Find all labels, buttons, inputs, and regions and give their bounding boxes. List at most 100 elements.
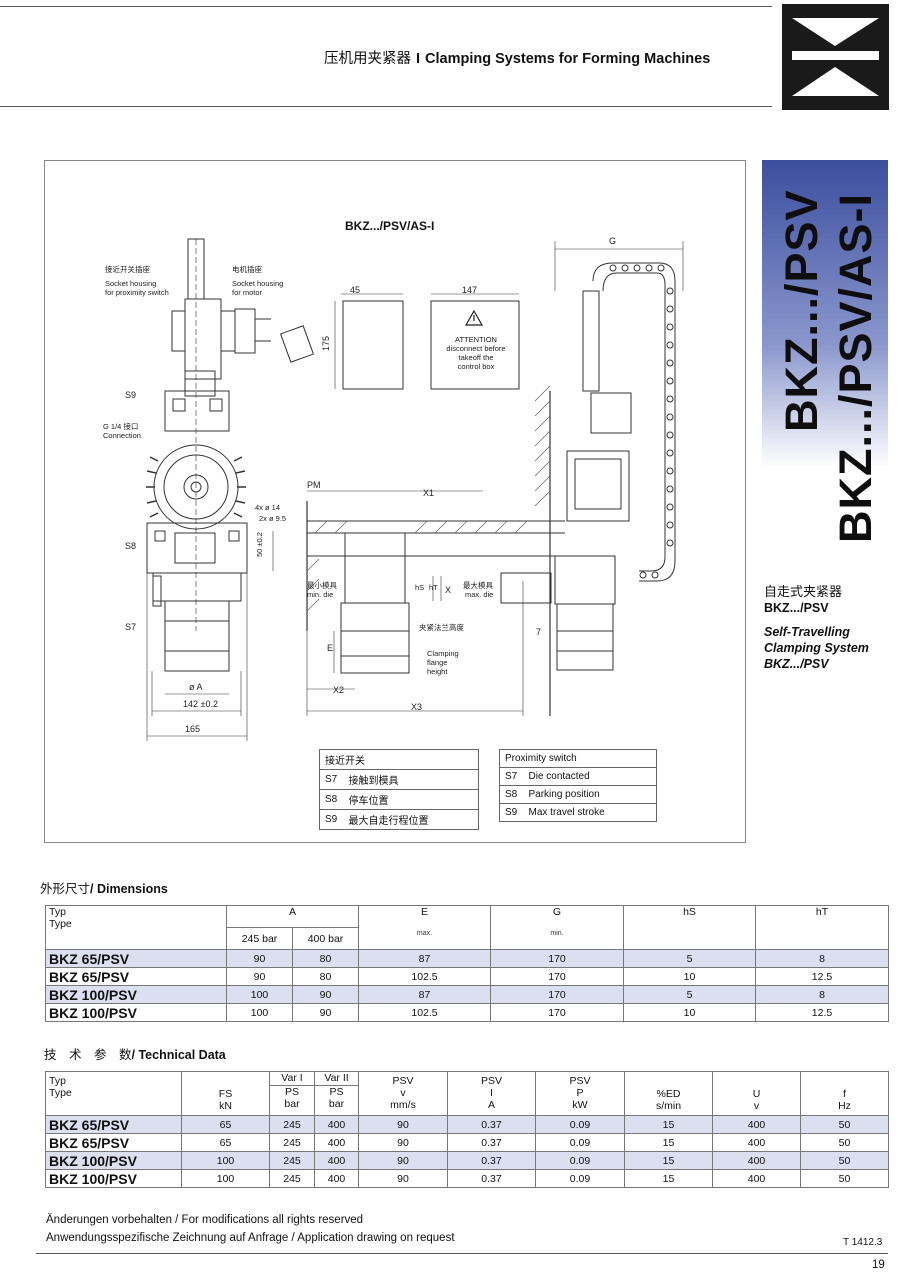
dim-head-a: A [225, 905, 360, 928]
legend-zh-code: S8 [319, 789, 344, 810]
tech-head-var1: Var I [269, 1071, 315, 1086]
cell-a245: 90 [226, 967, 293, 986]
tech-head-f-label: f [843, 1088, 846, 1100]
tech-head-v-psv: PSV [392, 1075, 414, 1087]
label-attention4: control box [457, 362, 495, 371]
cell-ps1: 245 [269, 1115, 315, 1134]
technical-title: 技 术 参 数/ Technical Data [44, 1044, 226, 1063]
legend-zh-desc: 最大自走行程位置 [343, 809, 479, 830]
label-g14: G 1/4 接口 [103, 422, 139, 431]
label-min-die-en: min. die [307, 590, 334, 599]
dim-head-g-sub: min. [550, 930, 564, 937]
cell-u: 400 [712, 1151, 801, 1170]
tech-head-ps2-unit: bar [328, 1098, 345, 1110]
tech-head-p: PSV P kW [535, 1071, 625, 1116]
label-g: G [609, 236, 617, 246]
technical-title-en: / Technical Data [131, 1048, 226, 1062]
dim-head-e-sub: max. [416, 930, 433, 937]
label-x: X [445, 585, 452, 595]
tech-head-ed: %ED s/min [624, 1071, 713, 1116]
tech-head-p-unit: kW [572, 1099, 588, 1111]
dim-head-typ: Typ [49, 906, 66, 918]
dim-head-type: Typ Type [45, 905, 227, 950]
label-max-die-en: max. die [465, 590, 494, 599]
cell-g: 170 [490, 1003, 625, 1022]
legend-en-header: Proximity switch [499, 749, 657, 768]
legend-en-code: S7 [499, 767, 524, 786]
label-s8: S8 [125, 541, 137, 551]
header-title-zh: 压机用夹紧器 [324, 51, 411, 67]
label-dia-a: ø A [189, 682, 203, 692]
side-banner-title-2: BKZ.../PSV/AS-I [830, 192, 881, 543]
side-model: BKZ.../PSV [764, 601, 829, 615]
dim-head-e-label: E [421, 906, 429, 918]
label-dim50: 50 ±0.2 [255, 532, 264, 557]
dim-head-g-label: G [552, 906, 562, 918]
dim-head-type-en: Type [49, 918, 72, 930]
dimensions-title-en: / Dimensions [90, 882, 168, 896]
dimensions-title-zh: 外形尺寸 [40, 881, 91, 896]
label-x2: X2 [333, 685, 345, 695]
tech-head-u-label: U [752, 1088, 761, 1100]
label-min-die-zh: 最小模具 [307, 581, 337, 590]
tech-head-ed-unit: s/min [655, 1100, 682, 1112]
tech-head-i-unit: A [487, 1099, 495, 1111]
cell-ps1: 245 [269, 1169, 315, 1188]
tech-head-i-label: I [490, 1087, 493, 1099]
header-rule [0, 106, 772, 107]
tech-head-u: U v [712, 1071, 801, 1116]
cell-p: 0.09 [535, 1151, 625, 1170]
page-number: 19 [872, 1259, 885, 1271]
tech-head-var2: Var II [314, 1071, 359, 1086]
cell-e: 102.5 [358, 967, 492, 986]
tech-head-v-label: v [400, 1087, 406, 1099]
label-dim175: 175 [321, 335, 331, 351]
cell-ht: 8 [755, 949, 890, 968]
cell-g: 170 [490, 985, 625, 1004]
cell-hs: 5 [623, 985, 757, 1004]
cell-ht: 12.5 [755, 967, 890, 986]
technical-title-zh: 技 术 参 数 [44, 1047, 132, 1062]
tech-head-ps1-label: PS [284, 1086, 299, 1098]
dimensions-title: 外形尺寸/ Dimensions [40, 878, 168, 897]
tech-head-fs: FS kN [181, 1071, 270, 1116]
cell-a400: 90 [291, 1003, 360, 1022]
cell-i: 0.37 [447, 1151, 536, 1170]
label-hole1: 4x ø 14 [255, 503, 281, 512]
label-x3: X3 [411, 702, 423, 712]
cell-i: 0.37 [447, 1133, 536, 1152]
cell-u: 400 [712, 1133, 801, 1152]
tech-head-v: PSV v mm/s [358, 1071, 448, 1116]
tech-head-ps2-label: PS [329, 1086, 344, 1098]
footer-note-modifications: Änderungen vorbehalten / For modificatio… [46, 1214, 364, 1226]
cell-ed: 15 [624, 1133, 713, 1152]
top-rule [0, 6, 772, 7]
side-title-en-line2: Clamping System [764, 641, 869, 655]
side-title-en-line1: Self-Travelling [764, 625, 850, 639]
cell-v: 90 [358, 1115, 448, 1134]
label-s9: S9 [125, 390, 137, 400]
cell-v: 90 [358, 1133, 448, 1152]
cell-fs: 100 [181, 1151, 270, 1170]
cell-g: 170 [490, 949, 625, 968]
cell-ps2: 400 [314, 1133, 359, 1152]
cell-hs: 10 [623, 1003, 757, 1022]
cell-i: 0.37 [447, 1115, 536, 1134]
drawing-linework [146, 238, 684, 741]
side-title-zh: 自走式夹紧器 [764, 585, 843, 600]
legend-en-code: S8 [499, 785, 524, 804]
label-pm: PM [307, 480, 321, 490]
company-logo [782, 4, 889, 110]
cell-p: 0.09 [535, 1133, 625, 1152]
label-socket-prox-zh: 接近开关插座 [105, 265, 150, 274]
tech-head-f: f Hz [800, 1071, 889, 1116]
legend-zh-header: 接近开关 [319, 749, 479, 770]
cell-model: BKZ 65/PSV [45, 967, 227, 986]
technical-table: Typ Type FS kN Var I Var II PSV v mm/s P… [45, 1071, 889, 1188]
label-dim147: 147 [462, 285, 478, 295]
legend-en-desc: Die contacted [523, 767, 657, 786]
label-socket-prox-en2: for proximity switch [105, 288, 169, 297]
table-row: BKZ 65/PSV 90 80 102.5 170 10 12.5 [45, 967, 890, 986]
cell-ps2: 400 [314, 1169, 359, 1188]
cell-i: 0.37 [447, 1169, 536, 1188]
